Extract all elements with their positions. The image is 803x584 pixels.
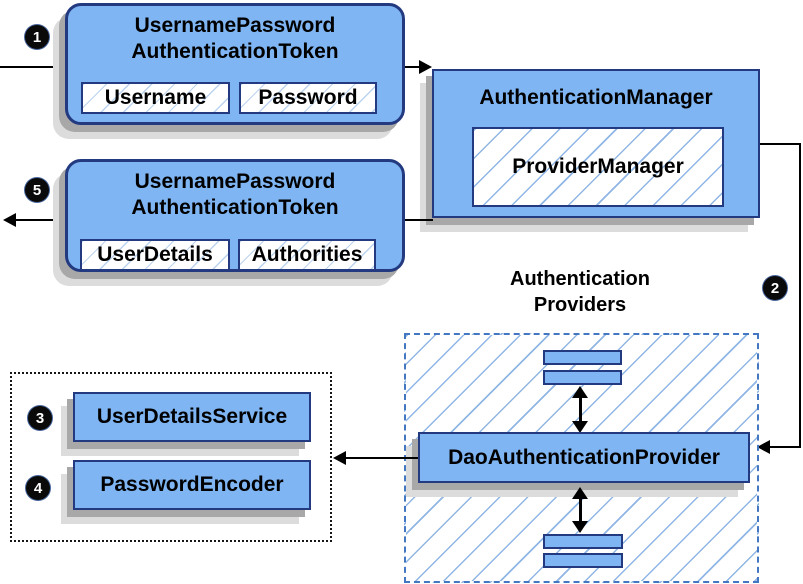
authorities-field-box: Authorities: [238, 239, 376, 271]
request-to-manager-line: [405, 66, 422, 68]
user-details-service-label: UserDetailsService: [96, 405, 288, 428]
double-arrow-icon: [572, 487, 588, 533]
step-2-badge: 2: [763, 276, 787, 300]
request-token-title-line2: AuthenticationToken: [131, 40, 339, 63]
arrow-left-icon: [757, 440, 770, 454]
password-field-label: Password: [258, 86, 358, 109]
username-field-box: Username: [81, 82, 230, 114]
step-1-badge: 1: [25, 25, 49, 49]
arrow-left-icon: [333, 451, 346, 465]
authentication-providers-label: Authentication Providers: [470, 266, 690, 318]
request-token-title: UsernamePassword AuthenticationToken: [68, 6, 402, 65]
double-arrow-line: [578, 394, 582, 425]
arrow-up-icon: [572, 487, 588, 499]
dao-to-services-line: [345, 457, 418, 459]
provider-placeholder-bar: [543, 350, 622, 365]
authentication-providers-label-line1: Authentication: [510, 268, 650, 290]
arrow-down-icon: [572, 421, 588, 433]
manager-to-provider-line-top: [760, 143, 801, 145]
dao-authentication-provider-label: DaoAuthenticationProvider: [448, 445, 720, 469]
provider-placeholder-bar: [543, 370, 622, 385]
arrow-left-icon: [3, 213, 16, 227]
response-token-title-line1: UsernamePassword: [134, 170, 336, 193]
incoming-request-line: [0, 66, 66, 68]
manager-to-response-line: [405, 219, 433, 221]
step-3-badge: 3: [28, 406, 52, 430]
userdetails-field-label: UserDetails: [97, 243, 213, 266]
response-token-title-line2: AuthenticationToken: [131, 196, 339, 219]
authorities-field-label: Authorities: [251, 243, 363, 266]
authentication-providers-label-line2: Providers: [533, 294, 627, 316]
user-details-service-box: UserDetailsService: [73, 392, 311, 442]
request-token-box: UsernamePassword AuthenticationToken Use…: [65, 3, 405, 125]
username-field-label: Username: [104, 86, 207, 109]
services-container: [10, 372, 332, 542]
outgoing-response-line: [14, 219, 65, 221]
step-5-badge: 5: [25, 178, 49, 202]
double-arrow-line: [578, 495, 582, 525]
response-token-box: UsernamePassword AuthenticationToken Use…: [65, 159, 405, 272]
arrow-right-icon: [419, 60, 432, 74]
manager-to-provider-line-bottom: [770, 446, 801, 448]
provider-placeholder-bar: [543, 553, 623, 568]
password-encoder-box: PasswordEncoder: [73, 460, 311, 510]
provider-manager-box: ProviderManager: [472, 127, 724, 207]
request-token-title-line1: UsernamePassword: [134, 14, 336, 37]
authentication-manager-box: AuthenticationManager ProviderManager: [432, 69, 760, 218]
arrow-up-icon: [572, 386, 588, 398]
dao-authentication-provider-box: DaoAuthenticationProvider: [418, 432, 750, 483]
provider-placeholder-bar: [543, 534, 623, 549]
provider-manager-label: ProviderManager: [512, 155, 684, 178]
double-arrow-icon: [572, 386, 588, 433]
authentication-manager-title: AuthenticationManager: [479, 86, 713, 109]
arrow-down-icon: [572, 521, 588, 533]
userdetails-field-box: UserDetails: [80, 239, 230, 271]
manager-to-provider-line-vertical: [799, 143, 801, 448]
response-token-title: UsernamePassword AuthenticationToken: [68, 162, 402, 221]
password-encoder-label: PasswordEncoder: [100, 473, 284, 496]
step-4-badge: 4: [26, 476, 50, 500]
password-field-box: Password: [239, 82, 377, 114]
